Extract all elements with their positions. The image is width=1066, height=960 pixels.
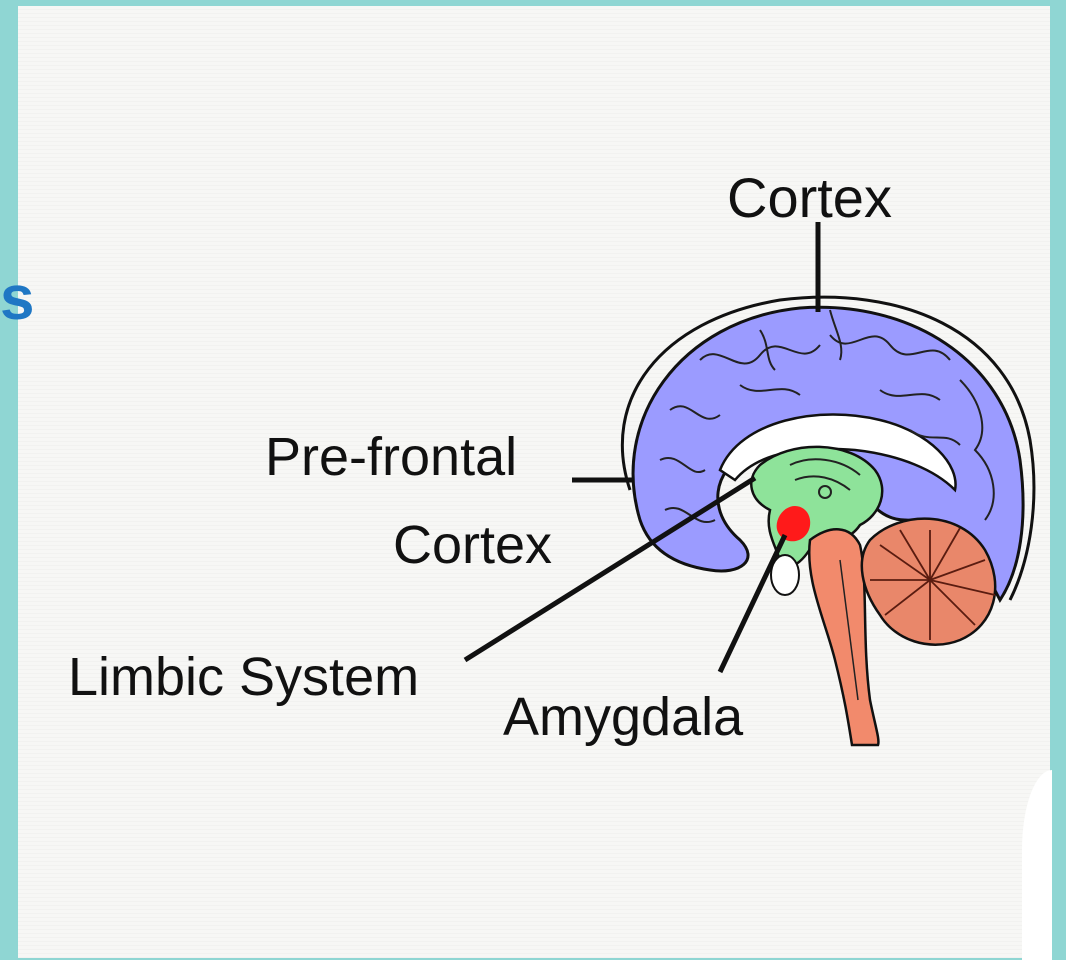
label-limbic-system: Limbic System [68, 650, 419, 704]
label-amygdala: Amygdala [503, 690, 743, 744]
label-prefrontal-line1: Pre-frontal [265, 430, 517, 484]
label-cortex: Cortex [727, 170, 892, 226]
label-prefrontal-line2: Cortex [393, 518, 552, 572]
